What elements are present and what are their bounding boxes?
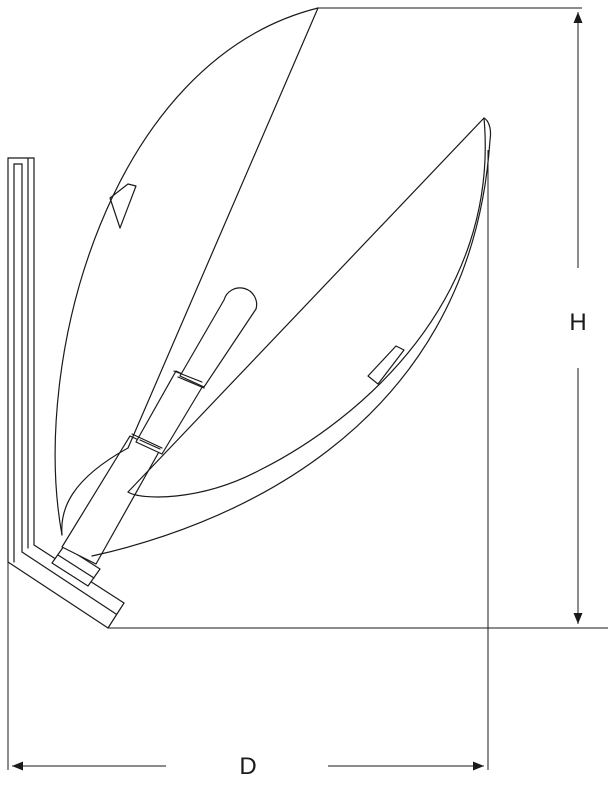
- dish-rear: [91, 117, 492, 557]
- height-label: H: [569, 309, 586, 336]
- depth-label: D: [239, 753, 256, 780]
- height-dimension: H: [569, 12, 587, 624]
- depth-dimension: D: [12, 753, 484, 780]
- wall-bracket: [7, 157, 35, 563]
- extension-lines: [7, 7, 608, 770]
- mount-plate: [51, 545, 101, 587]
- feed-arm: [61, 287, 258, 565]
- dish-reflector: [54, 7, 319, 536]
